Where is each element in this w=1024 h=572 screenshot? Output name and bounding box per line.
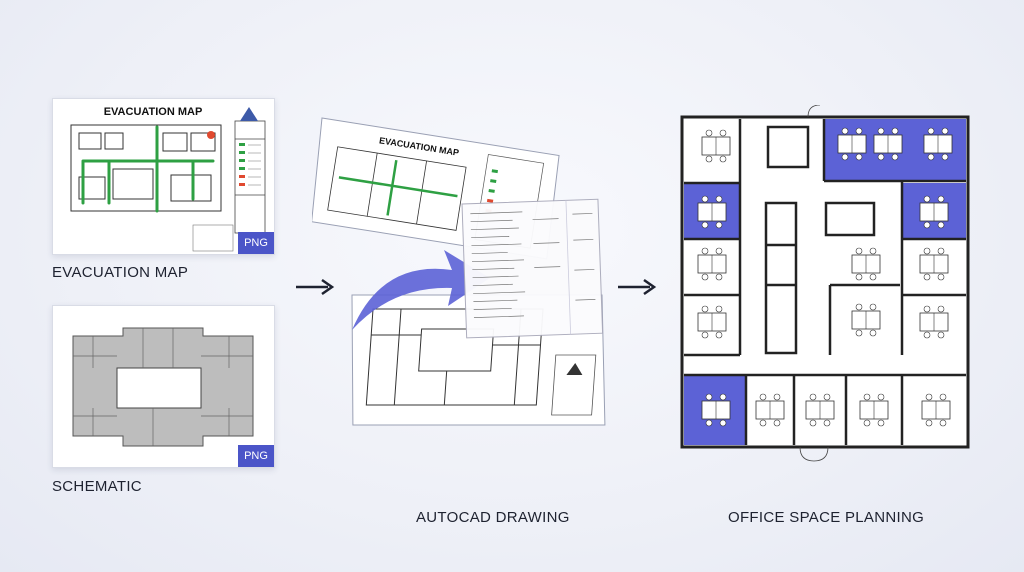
autocad-drawing-stack: EVACUATION MAP <box>312 117 606 426</box>
evacuation-map-title: EVACUATION MAP <box>104 106 203 118</box>
evacuation-map-caption: EVACUATION MAP <box>52 264 189 281</box>
png-badge: PNG <box>238 232 274 254</box>
schematic-image <box>72 327 254 447</box>
right-arrow-icon <box>618 278 657 296</box>
right-arrow-icon <box>296 278 335 296</box>
office-caption: OFFICE SPACE PLANNING <box>728 509 925 526</box>
autocad-properties-panel <box>461 198 604 339</box>
curved-arrow-icon <box>352 250 490 330</box>
office-plan <box>680 105 970 462</box>
schematic-card[interactable]: PNG <box>52 305 275 468</box>
evacuation-map-image: EVACUATION MAP <box>70 106 266 252</box>
schematic-caption: SCHEMATIC <box>52 478 142 495</box>
evacuation-map-card[interactable]: EVACUATION MAP <box>52 98 275 255</box>
png-badge: PNG <box>238 445 274 467</box>
autocad-caption: AUTOCAD DRAWING <box>416 509 570 526</box>
